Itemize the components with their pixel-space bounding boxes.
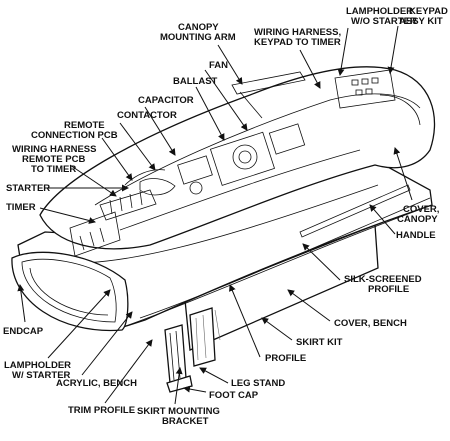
canopy-internals (99, 123, 306, 221)
label-foot-cap: FOOT CAP (209, 390, 259, 401)
label-contactor: CONTACTOR (117, 110, 177, 121)
canopy-shell (39, 66, 436, 250)
label-starter: STARTER (6, 183, 50, 194)
label-timer: TIMER (6, 202, 36, 213)
label-profile: PROFILE (265, 353, 306, 364)
label-cover-canopy: COVER,CANOPY (397, 204, 439, 225)
label-leg-stand: LEG STAND (231, 378, 285, 389)
skirt-bracket-part (189, 307, 216, 367)
label-skirt-kit: SKIRT KIT (296, 337, 343, 348)
label-ballast: BALLAST (173, 76, 218, 87)
label-cover-bench: COVER, BENCH (334, 318, 407, 329)
label-endcap: ENDCAP (3, 326, 44, 337)
timer-part (69, 211, 121, 257)
canopy-arm-part (231, 71, 306, 95)
label-wiring-harness-keypad: WIRING HARNESS,KEYPAD TO TIMER (254, 27, 341, 48)
label-trim-profile: TRIM PROFILE (68, 405, 135, 416)
leader-lines (17, 25, 413, 405)
label-acrylic-bench: ACRYLIC, BENCH (56, 378, 137, 389)
label-capacitor: CAPACITOR (138, 95, 194, 106)
label-handle: HANDLE (396, 230, 436, 241)
keypad-part (334, 69, 396, 109)
handle-part (299, 184, 411, 238)
label-fan: FAN (209, 60, 228, 71)
